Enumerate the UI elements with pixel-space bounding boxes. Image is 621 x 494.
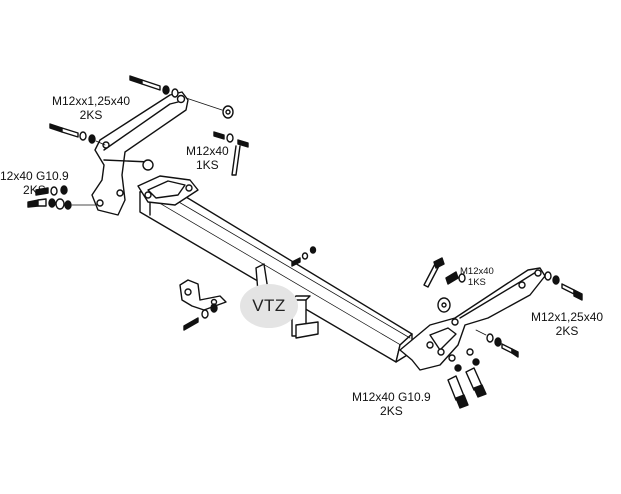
bolt-set-left [27,185,96,210]
bolt-right-small [423,257,466,288]
bolt-top-center [213,131,249,176]
bolt-socket-plate [183,303,218,331]
bolt-center-small [291,246,317,267]
bolt-set-bottom [447,348,487,409]
bolt-set-top-left [129,75,234,119]
vtz-logo: VTZ [240,284,298,328]
right-bracket [399,267,546,371]
crossbar-tube [139,179,413,363]
bolt-set-right [437,271,583,358]
left-bracket [91,91,189,216]
front-plate [137,175,199,206]
socket-plate [179,279,227,311]
bolt-set-mid-left [49,123,106,146]
